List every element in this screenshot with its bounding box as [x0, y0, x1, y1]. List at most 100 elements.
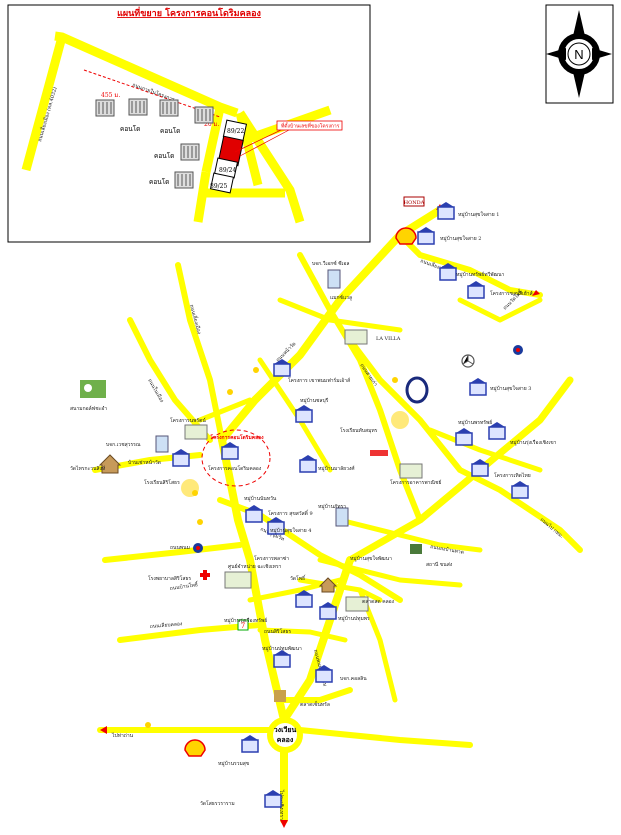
house-icon	[437, 202, 455, 220]
place-label: LA VILLA	[376, 336, 401, 342]
place-label: หมู่บ้านนันทวัน	[244, 495, 277, 502]
place-label: หมู่บ้านรุ่งเรืองเชิงเขา	[510, 439, 557, 446]
shell-icon	[395, 227, 417, 245]
house-icon	[511, 481, 529, 499]
flag-icon	[392, 377, 398, 383]
arrow-west-icon	[100, 726, 107, 734]
temple-icon	[318, 577, 338, 593]
place-label: โรงเรียนสิริโสธร	[144, 479, 180, 486]
place-label: หมู่บ้านสุขใจสาย 2	[440, 235, 481, 242]
house-icon	[295, 405, 313, 423]
roundabout-label-2: คลอง	[277, 735, 294, 744]
office-icon	[155, 435, 169, 453]
honda-logo-icon: HONDA	[403, 196, 425, 207]
house-icon	[172, 449, 190, 467]
place-label: หมู่บ้านปทุมพร	[338, 615, 370, 622]
house-icon	[488, 422, 506, 440]
place-label: โครงการ สุขสวัสดิ์ 9	[268, 509, 313, 517]
condo-icon	[159, 99, 179, 117]
flag-icon	[197, 519, 203, 525]
shop-icon	[399, 463, 423, 479]
house-icon	[299, 455, 317, 473]
house-icon	[467, 281, 485, 299]
condo-icon	[194, 106, 214, 124]
place-label: โครงการพลาซ่า	[254, 555, 289, 562]
roundabout-label-1: วงเวียน	[274, 725, 297, 734]
place-label: โครงการเทิดไทย	[494, 472, 531, 479]
landmark-icons: HONDA 7	[80, 196, 523, 757]
plot-label-3: 89/25	[210, 183, 227, 190]
roundabout	[267, 717, 303, 753]
place-label: บจก.คอลลิน	[340, 675, 367, 682]
shell-icon	[184, 739, 206, 757]
condo-label-1: คอนโด	[120, 125, 140, 133]
condo-label-4: คอนโด	[149, 178, 169, 186]
house-icon	[319, 602, 337, 620]
place-label: หมู่บ้านชลบุรี	[300, 397, 329, 404]
seven-eleven-icon: 7	[237, 619, 249, 631]
house-icon	[241, 735, 259, 753]
shop-icon	[344, 329, 368, 345]
golf-icon	[80, 380, 106, 398]
compass-letter: N	[574, 47, 583, 62]
place-label: หมู่บ้านปทุมพัฒนา	[262, 645, 302, 652]
compass-rose: N	[545, 4, 614, 104]
place-label: หมู่บ้านสุขใจสาย 1	[458, 211, 499, 218]
place-label: ตลาดสด คลอง	[362, 599, 395, 605]
inset-map: แผนที่ขยาย โครงการคอนโดริมคลอง 455 ม. 20…	[7, 4, 371, 243]
road-label-15: ไปท่าถ่าน	[111, 732, 134, 739]
svg-text:HONDA: HONDA	[404, 200, 425, 206]
road-label-10: ถนนเลียบคลอง	[150, 620, 184, 630]
flag-icon	[145, 722, 151, 728]
place-label: บจก.เวชสุวรรณ	[106, 442, 141, 448]
place-label: สถานี ขนส่ง	[426, 561, 453, 568]
place-label: วัดไทรกะวนสิงห์	[70, 465, 105, 472]
house-icon	[245, 505, 263, 523]
house-icon	[221, 442, 239, 460]
place-label: โครงการนพรัตน์	[170, 417, 206, 424]
flag-icon	[253, 367, 259, 373]
house-icon	[264, 790, 282, 808]
inset-road-main	[21, 35, 67, 172]
shop-icon	[224, 571, 252, 589]
house-icon	[455, 428, 473, 446]
project-location-circle	[201, 429, 271, 487]
school-icon	[391, 411, 409, 429]
place-labels: หมู่บ้านสุขใจสาย 1 หมู่บ้านสุขใจสาย 2 หม…	[70, 211, 557, 807]
place-label: วัดโสธรวราราม	[200, 800, 235, 807]
place-label: โรงพยาบาลสิริโสธร	[148, 575, 191, 582]
place-label: หมู่บ้านสุขใจพัฒนา	[350, 555, 392, 562]
place-label: หมู่บ้านรุ่งเรืองทรัพย์	[224, 617, 267, 624]
place-label: สนามกอล์ฟชะอำ	[70, 405, 107, 412]
condo-label-2: คอนโด	[160, 127, 180, 135]
market-icon	[274, 690, 286, 702]
inset-callout-text: ที่ตั้งบ้านเลขที่ของโครงการ	[281, 121, 340, 130]
toyota-icon	[405, 376, 429, 404]
house-icon	[439, 263, 457, 281]
bus-icon	[410, 544, 422, 554]
house-icon	[273, 359, 291, 377]
place-label: โครงการคอนโดริมคลอง	[208, 465, 262, 472]
place-label: โครงการ เขาพนมฟาร์มเอ้าส์	[288, 377, 350, 384]
place-label: หมู่บ้านทรัพย์ทวีพัฒนา	[456, 271, 505, 278]
road-east-2	[347, 337, 583, 553]
temple-icon	[98, 454, 122, 474]
plot-89-25	[209, 172, 235, 194]
place-label: บจก.วีเอกซ์ ซีเอล	[312, 260, 349, 267]
place-label: หมู่บ้านพรทรัพย์	[458, 419, 492, 426]
condo-icons	[95, 98, 214, 189]
road-ne-branch	[397, 232, 543, 298]
condo-icon	[95, 99, 115, 117]
house-icon	[417, 227, 435, 245]
place-label: วัดโพธิ์	[290, 574, 306, 582]
arrow-south-icon	[280, 820, 288, 828]
place-label: หมู่บ้านมาลัยวงศ์	[318, 465, 355, 472]
village-icons	[172, 202, 529, 808]
place-label: แมกซ์แวลู	[330, 294, 352, 301]
house-icon	[469, 378, 487, 396]
road-label-7: ถนนพนม	[170, 545, 190, 551]
place-label: ศูนย์จำหน่าย ฉะเชิงเทรา	[228, 563, 282, 570]
arrow-east-icon	[532, 290, 540, 296]
place-label: โครงการอาคารพาณิชย์	[390, 479, 441, 486]
